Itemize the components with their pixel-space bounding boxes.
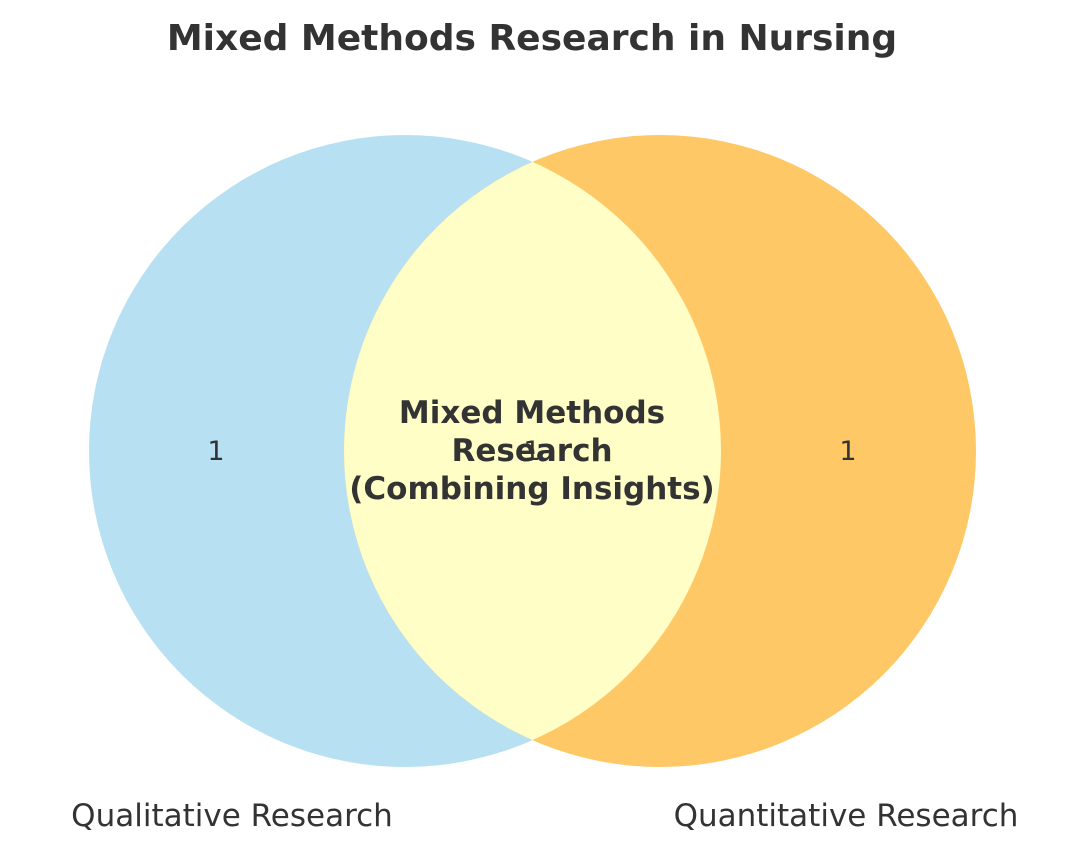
overlap-label-line-2: Research bbox=[451, 433, 612, 469]
overlap-label-line-1: Mixed Methods bbox=[399, 395, 665, 431]
quantitative-only-count: 1 bbox=[839, 436, 856, 467]
diagram-title: Mixed Methods Research in Nursing bbox=[167, 18, 897, 59]
qualitative-only-count: 1 bbox=[207, 436, 224, 467]
mixed-methods-overlap-region bbox=[344, 135, 721, 767]
quantitative-research-label: Quantitative Research bbox=[674, 798, 1019, 834]
qualitative-research-label: Qualitative Research bbox=[71, 798, 393, 834]
overlap-label-line-3: (Combining Insights) bbox=[349, 471, 714, 507]
overlap-count: 1 bbox=[523, 436, 540, 467]
